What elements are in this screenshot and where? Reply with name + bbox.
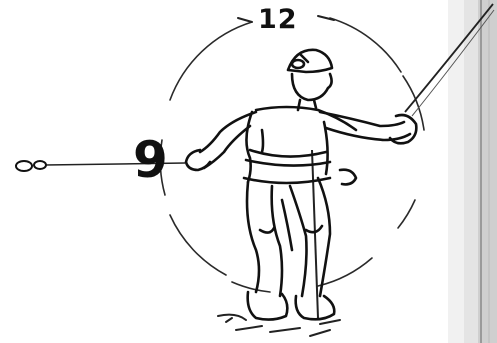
angler-figure <box>186 50 416 320</box>
rod <box>312 150 318 318</box>
clock-numeral-9: 9 <box>133 135 168 185</box>
clock-numeral-12: 12 <box>258 6 298 33</box>
swivel-icon <box>16 161 46 171</box>
